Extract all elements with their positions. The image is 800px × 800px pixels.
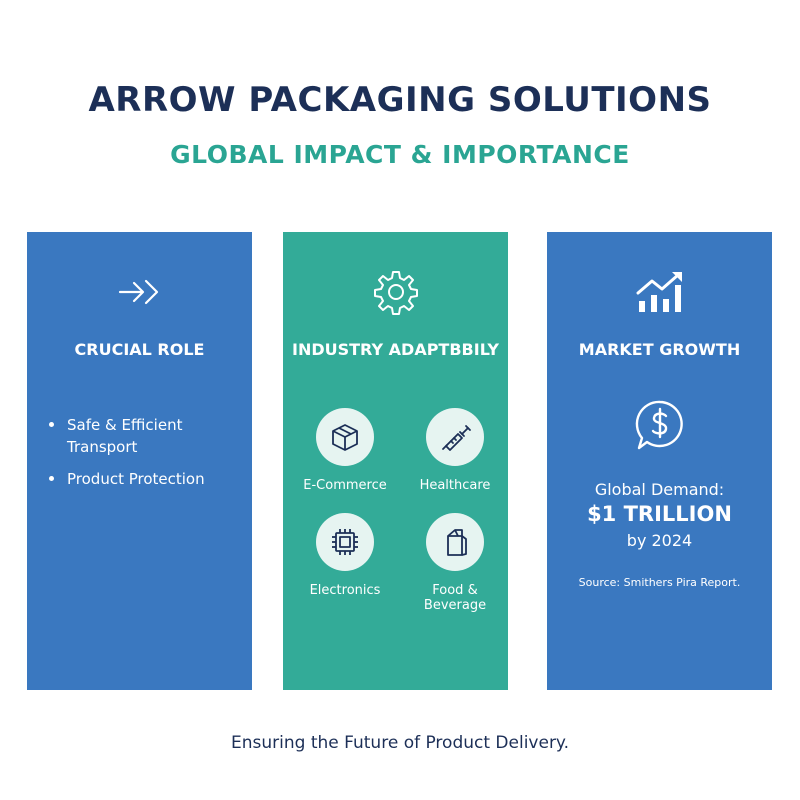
panel-market-growth: MARKET GROWTH Global Demand: $1 TRILLION…	[547, 232, 772, 690]
bullet-text: Safe & Efficient Transport	[67, 416, 183, 456]
demand-label: Global Demand:	[594, 480, 725, 499]
list-item: Product Protection	[49, 468, 239, 490]
gear-icon	[283, 268, 508, 316]
bullet-dot	[49, 422, 54, 427]
bullet-list: Safe & Efficient Transport Product Prote…	[49, 414, 239, 500]
industry-food-beverage: Food & Beverage	[400, 513, 510, 613]
chip-icon	[316, 513, 374, 571]
panel-heading: INDUSTRY ADAPTBBILY	[292, 340, 499, 359]
syringe-icon	[426, 408, 484, 466]
page-title: ARROW PACKAGING SOLUTIONS	[88, 80, 712, 120]
growth-chart-icon	[547, 268, 772, 316]
arrow-chevron-icon	[27, 268, 252, 316]
industry-label: E-Commerce	[303, 478, 387, 493]
dollar-speech-bubble-icon	[547, 398, 772, 452]
list-item: Safe & Efficient Transport	[49, 414, 239, 458]
industry-electronics: Electronics	[290, 513, 400, 598]
panel-heading: CRUCIAL ROLE	[74, 340, 205, 359]
industry-label: Healthcare	[419, 478, 491, 493]
carton-icon	[426, 513, 484, 571]
industry-label: Electronics	[309, 583, 381, 598]
demand-value: $1 TRILLION	[587, 502, 732, 526]
industry-label: Food & Beverage	[423, 583, 487, 613]
source-note: Source: Smithers Pira Report.	[578, 576, 741, 589]
industry-ecommerce: E-Commerce	[290, 408, 400, 493]
box-icon	[316, 408, 374, 466]
panel-heading: MARKET GROWTH	[578, 340, 741, 359]
demand-year: by 2024	[626, 531, 693, 550]
industry-healthcare: Healthcare	[400, 408, 510, 493]
bullet-dot	[49, 476, 54, 481]
panel-crucial-role: CRUCIAL ROLE Safe & Efficient Transport …	[27, 232, 252, 690]
footer-tagline: Ensuring the Future of Product Delivery.	[231, 733, 569, 753]
bullet-text: Product Protection	[67, 470, 205, 488]
panel-industry-adaptability: INDUSTRY ADAPTBBILY E-Commerce Hea	[283, 232, 508, 690]
page-subtitle: GLOBAL IMPACT & IMPORTANCE	[170, 140, 630, 169]
